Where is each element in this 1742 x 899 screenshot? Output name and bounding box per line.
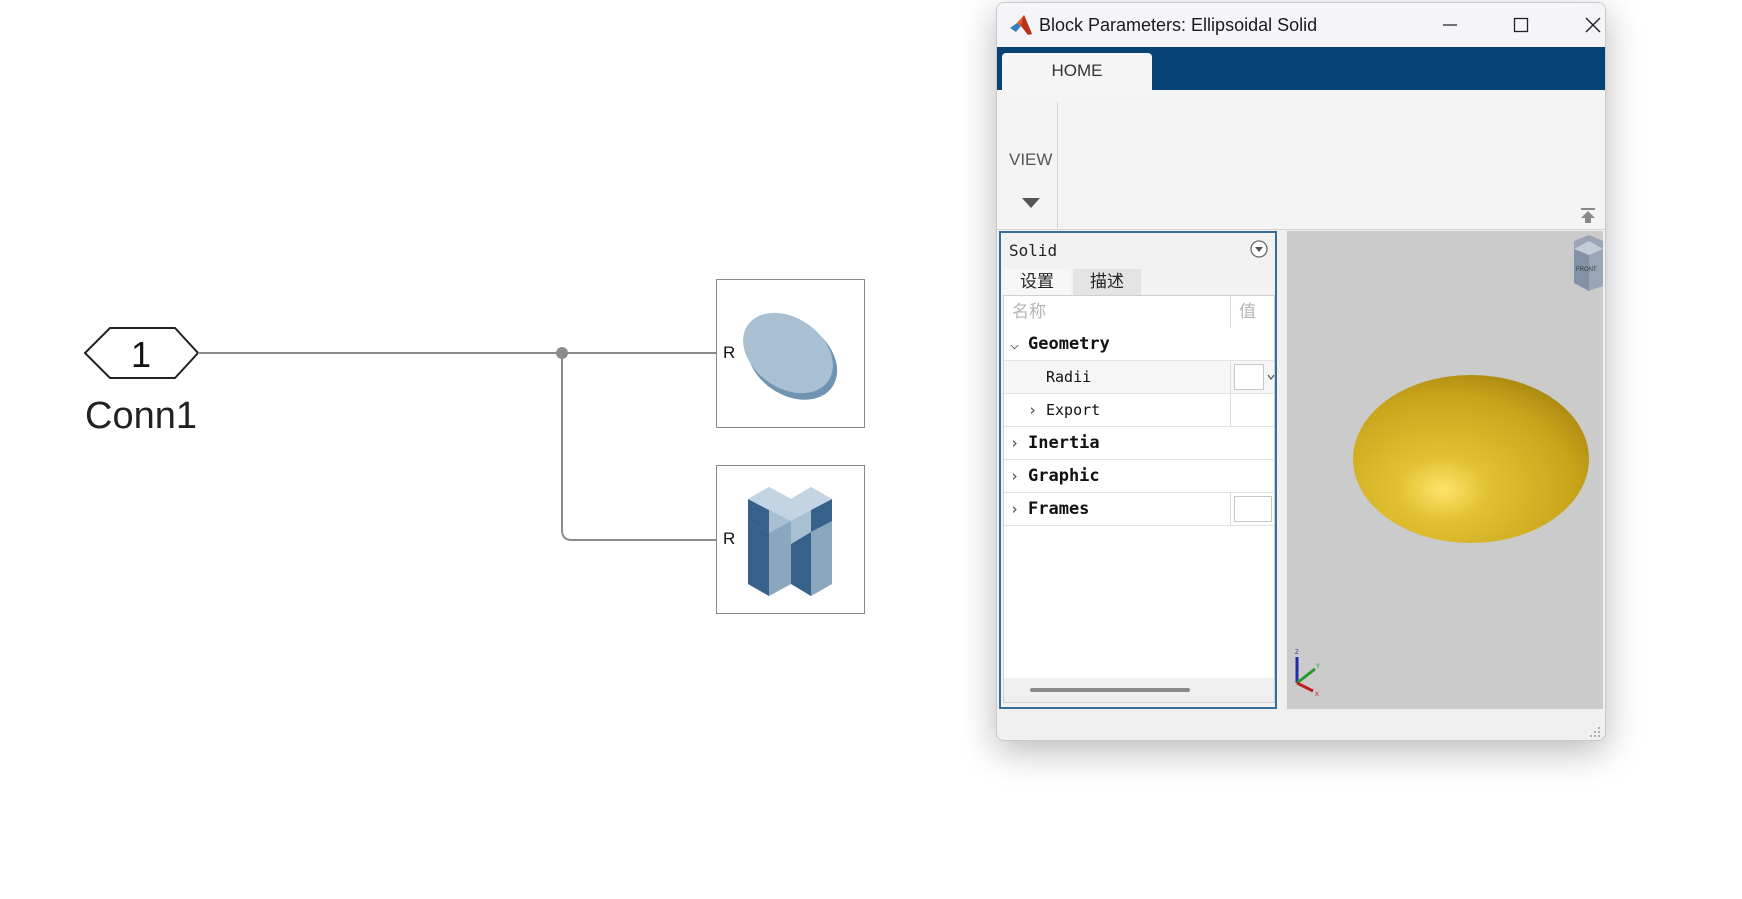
tab-home[interactable]: HOME — [1002, 53, 1152, 90]
dialog-titlebar[interactable]: Block Parameters: Ellipsoidal Solid — [997, 3, 1605, 47]
ellipsoid-block-icon — [743, 312, 838, 400]
chevron-right-icon[interactable]: › — [1010, 467, 1020, 485]
signal-line-branch[interactable] — [561, 353, 716, 541]
ellipsoid-solid-shape[interactable] — [1353, 375, 1589, 543]
port-r-label: R — [723, 529, 736, 548]
inertia-block[interactable]: R — [716, 465, 865, 614]
column-header-value: 值 — [1230, 296, 1274, 328]
viewport-scene: FRONT Z Y X — [1295, 235, 1603, 698]
ribbon-separator — [1057, 102, 1058, 228]
branch-junction — [556, 347, 568, 359]
param-export[interactable]: › Export — [1004, 394, 1274, 427]
minimize-button[interactable] — [1429, 9, 1471, 41]
view-cube-label: FRONT — [1576, 267, 1597, 273]
column-header-name: 名称 — [1012, 302, 1046, 322]
export-value-cell — [1230, 394, 1274, 426]
ribbon-panel: VIEW — [997, 90, 1605, 230]
inspector-title: Solid — [1009, 241, 1058, 260]
axis-triad-icon: Z Y X — [1295, 650, 1320, 698]
ellipsoidal-solid-block[interactable]: R — [716, 279, 865, 428]
frames-value-input[interactable] — [1234, 496, 1272, 522]
conn1-label[interactable]: Conn1 — [85, 395, 197, 437]
view-button-label[interactable]: VIEW — [1009, 150, 1053, 169]
solid-3d-viewport[interactable]: FRONT Z Y X — [1287, 231, 1603, 709]
close-button[interactable] — [1572, 9, 1605, 41]
property-inspector[interactable]: Solid 设置 描述 名称 值 ⌵ Geometry Radii › — [999, 231, 1277, 709]
conn1-port-number: 1 — [130, 334, 152, 375]
close-icon — [1585, 17, 1601, 33]
group-inertia[interactable]: › Inertia — [1004, 427, 1274, 460]
resize-grip-icon[interactable] — [1589, 726, 1601, 738]
property-grid: 名称 值 ⌵ Geometry Radii › Export › Inerti — [1003, 295, 1275, 703]
param-radii[interactable]: Radii — [1004, 361, 1275, 394]
group-inertia-label: Inertia — [1028, 433, 1100, 453]
chevron-right-icon[interactable]: › — [1010, 434, 1020, 452]
chevron-down-icon[interactable]: ⌵ — [1010, 335, 1020, 353]
param-export-label: Export — [1046, 401, 1101, 419]
collapse-ribbon-icon[interactable] — [1579, 207, 1597, 225]
horizontal-scrollbar[interactable] — [1004, 678, 1274, 702]
block-parameters-dialog[interactable]: Block Parameters: Ellipsoidal Solid HOME… — [996, 2, 1606, 741]
group-geometry-label: Geometry — [1028, 334, 1110, 354]
chevron-right-icon[interactable]: › — [1010, 500, 1020, 518]
matlab-logo-icon — [1010, 15, 1032, 35]
maximize-icon — [1513, 17, 1529, 33]
view-dropdown-icon[interactable] — [1022, 198, 1040, 208]
param-radii-label: Radii — [1046, 368, 1092, 386]
ribbon-tab-bar: HOME — [997, 47, 1605, 90]
dialog-title: Block Parameters: Ellipsoidal Solid — [1039, 15, 1318, 35]
chevron-down-icon[interactable] — [1267, 372, 1275, 384]
dialog-footer — [997, 709, 1605, 740]
axis-x-label: X — [1315, 692, 1319, 698]
port-r-label: R — [723, 343, 736, 362]
group-graphic[interactable]: › Graphic — [1004, 460, 1274, 493]
radii-value-input[interactable] — [1234, 364, 1264, 390]
maximize-button[interactable] — [1500, 9, 1542, 41]
view-cube-icon[interactable]: FRONT — [1574, 235, 1603, 291]
scrollbar-thumb[interactable] — [1030, 688, 1190, 692]
tab-settings[interactable]: 设置 — [1003, 269, 1071, 295]
group-graphic-label: Graphic — [1028, 466, 1100, 486]
inertia-block-icon — [748, 487, 832, 596]
group-frames-label: Frames — [1028, 499, 1090, 519]
group-geometry[interactable]: ⌵ Geometry — [1004, 328, 1274, 361]
group-frames[interactable]: › Frames — [1004, 493, 1274, 526]
inspector-menu-icon[interactable] — [1249, 239, 1269, 259]
minimize-icon — [1443, 24, 1457, 26]
radii-value-cell[interactable] — [1230, 361, 1275, 393]
axis-y-label: Y — [1316, 664, 1320, 670]
tab-description[interactable]: 描述 — [1073, 269, 1141, 295]
chevron-right-icon[interactable]: › — [1028, 401, 1038, 419]
axis-z-label: Z — [1295, 650, 1299, 656]
frames-value-cell[interactable] — [1230, 493, 1274, 525]
